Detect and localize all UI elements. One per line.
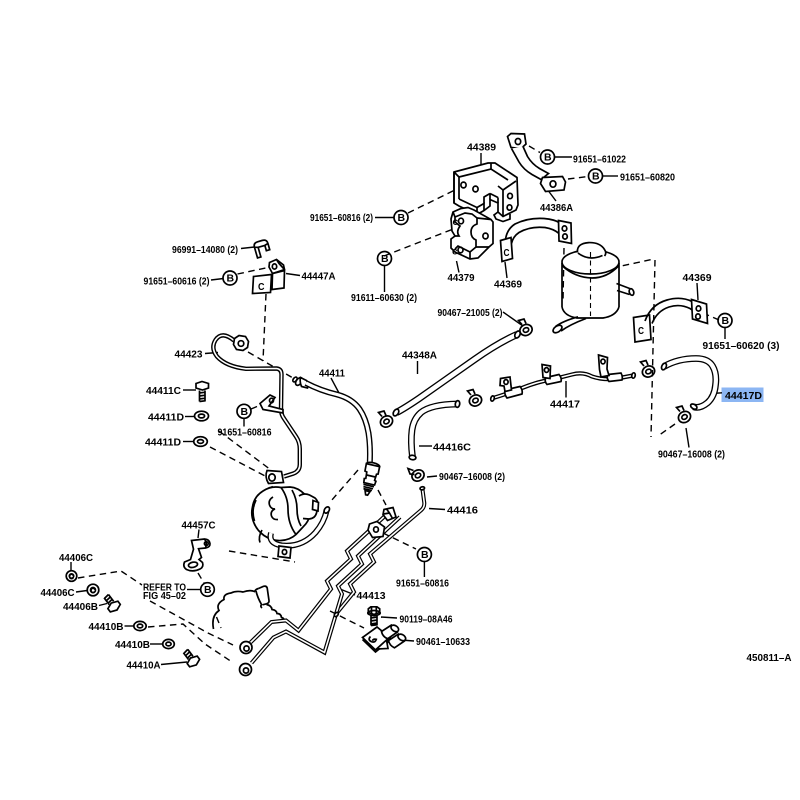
svg-text:91651–60816: 91651–60816: [396, 579, 449, 590]
svg-text:44410A: 44410A: [127, 661, 162, 672]
svg-text:B: B: [204, 584, 212, 596]
svg-text:B: B: [241, 406, 249, 418]
svg-text:44423: 44423: [175, 350, 203, 361]
svg-text:FIG 45–02: FIG 45–02: [143, 591, 186, 602]
svg-text:44416C: 44416C: [433, 443, 472, 454]
svg-text:44417D: 44417D: [725, 391, 762, 402]
svg-text:44417: 44417: [550, 400, 580, 411]
svg-text:44386A: 44386A: [540, 203, 574, 214]
svg-text:90467–16008 (2): 90467–16008 (2): [658, 450, 725, 461]
svg-text:c: c: [452, 247, 458, 258]
svg-text:91611–60630 (2): 91611–60630 (2): [351, 293, 417, 304]
svg-text:44369: 44369: [494, 280, 522, 291]
svg-text:B: B: [592, 171, 600, 183]
svg-text:44457C: 44457C: [182, 521, 217, 532]
svg-text:90119–08A46: 90119–08A46: [400, 615, 453, 626]
svg-text:91651–61022: 91651–61022: [573, 155, 626, 166]
svg-text:B: B: [381, 253, 389, 265]
svg-text:44410B: 44410B: [89, 622, 124, 633]
svg-text:C: C: [258, 282, 265, 293]
svg-text:44416: 44416: [447, 506, 478, 517]
svg-text:91651–60620 (3): 91651–60620 (3): [703, 341, 780, 352]
svg-text:44389: 44389: [467, 143, 496, 154]
svg-text:91651–60616 (2): 91651–60616 (2): [144, 277, 210, 288]
svg-text:91651–60820: 91651–60820: [620, 173, 675, 184]
svg-text:91651–60816 (2): 91651–60816 (2): [310, 213, 373, 224]
svg-text:C: C: [638, 326, 644, 337]
svg-text:90461–10633: 90461–10633: [416, 637, 470, 648]
svg-text:REFER TO: REFER TO: [143, 583, 186, 594]
svg-text:C: C: [504, 248, 510, 259]
svg-text:44411D: 44411D: [148, 413, 184, 424]
svg-text:91651–60816: 91651–60816: [218, 428, 272, 439]
svg-text:44411D: 44411D: [145, 438, 181, 449]
svg-text:44406C: 44406C: [59, 553, 94, 564]
svg-text:44411C: 44411C: [146, 386, 182, 397]
svg-text:B: B: [398, 212, 406, 224]
svg-text:B: B: [227, 273, 235, 285]
svg-text:90467–16008 (2): 90467–16008 (2): [439, 472, 505, 483]
svg-text:44406C: 44406C: [41, 588, 76, 599]
svg-text:c: c: [453, 217, 459, 228]
svg-text:c: c: [90, 586, 96, 597]
svg-text:450811–A: 450811–A: [747, 653, 793, 664]
svg-text:44369: 44369: [683, 273, 712, 284]
svg-text:96991–14080 (2): 96991–14080 (2): [172, 245, 238, 256]
svg-text:44406B: 44406B: [63, 602, 98, 613]
svg-text:B: B: [421, 549, 429, 561]
svg-text:44411: 44411: [319, 369, 345, 380]
svg-text:c: c: [69, 572, 75, 583]
svg-text:44410B: 44410B: [115, 640, 150, 651]
svg-text:44413: 44413: [357, 591, 386, 602]
svg-text:44348A: 44348A: [402, 351, 438, 362]
svg-text:90467–21005 (2): 90467–21005 (2): [438, 308, 503, 319]
svg-text:44379: 44379: [448, 273, 475, 284]
svg-text:B: B: [722, 315, 730, 327]
svg-text:44447A: 44447A: [302, 272, 337, 283]
svg-text:B: B: [544, 152, 552, 164]
